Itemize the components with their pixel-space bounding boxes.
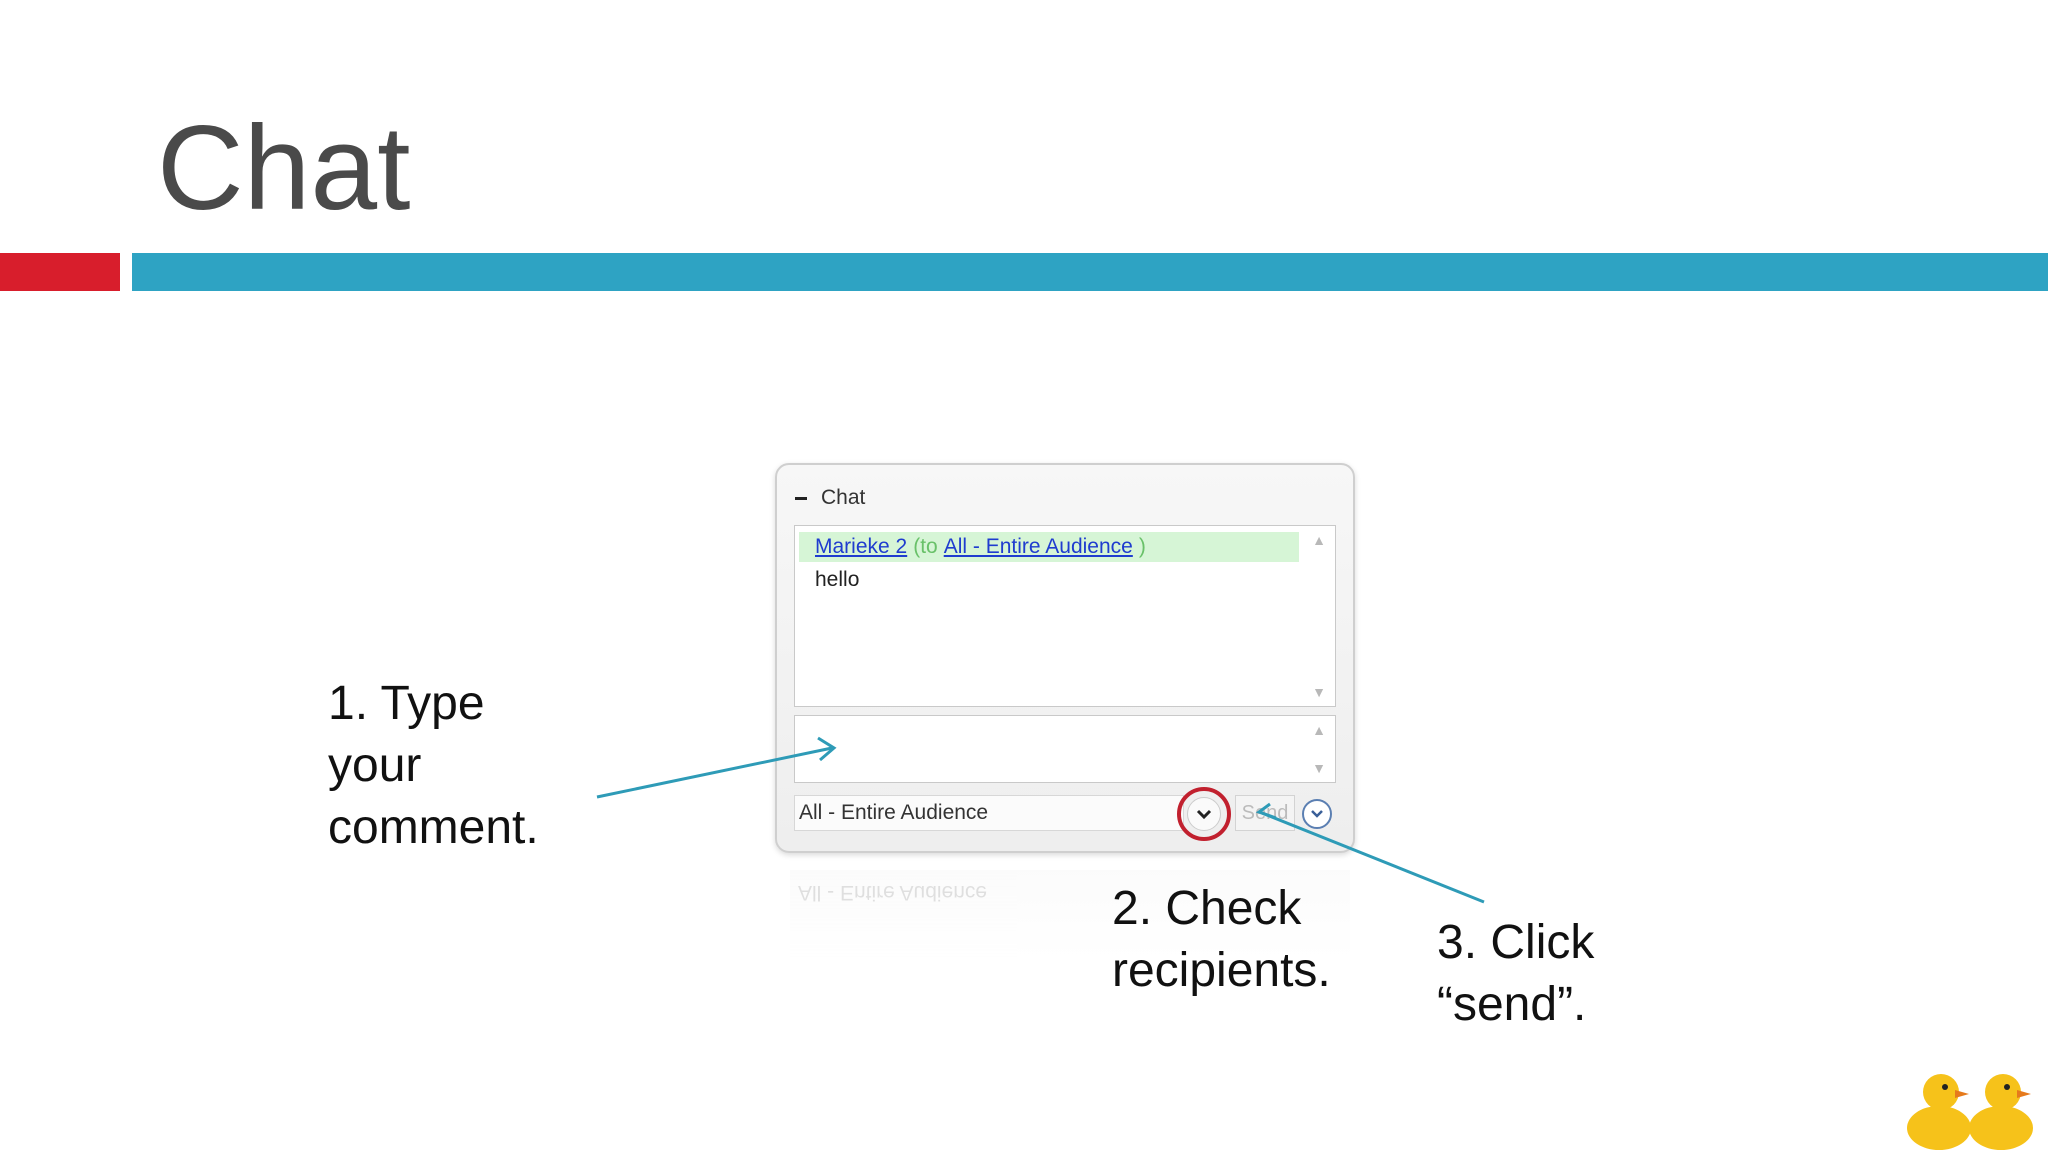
step-1-line: 1. Type (328, 677, 485, 730)
duck-logo (1907, 1074, 2033, 1150)
slide-title: Chat (157, 101, 411, 235)
chat-panel-header[interactable]: Chat (795, 483, 865, 513)
chat-input[interactable]: ▲ ▼ (794, 715, 1336, 783)
minus-icon[interactable] (795, 496, 807, 500)
message-body: hello (815, 568, 860, 591)
step-3-line: 3. Click (1437, 916, 1595, 969)
chevron-down-icon (1311, 810, 1323, 818)
recipient-select[interactable]: All - Entire Audience (794, 795, 1184, 831)
send-button[interactable]: Send (1235, 795, 1295, 831)
step-1-line: comment. (328, 801, 539, 854)
sender-link[interactable]: Marieke 2 (815, 535, 908, 558)
input-scroll-down-icon[interactable]: ▼ (1312, 760, 1326, 776)
duck-icon (1907, 1074, 1971, 1150)
to-label-close: ) (1138, 535, 1146, 558)
input-scroll-up-icon[interactable]: ▲ (1312, 722, 1326, 738)
step-2-note: 2. Check recipients. (1112, 878, 1331, 1002)
to-label-open: (to (913, 535, 938, 558)
title-accent-bar-blue (132, 253, 2048, 291)
scroll-down-arrow-icon[interactable]: ▼ (1312, 684, 1326, 700)
title-accent-bar-red (0, 253, 120, 291)
step-1-note: 1. Type your comment. (328, 673, 539, 859)
step-3-note: 3. Click “send”. (1437, 912, 1594, 1036)
chat-panel-title: Chat (821, 486, 866, 509)
chat-options-button[interactable] (1302, 799, 1332, 829)
scroll-up-arrow-icon[interactable]: ▲ (1312, 532, 1326, 548)
highlight-circle (1177, 787, 1231, 841)
chat-panel: Chat Marieke 2 (to All - Entire Audience… (775, 463, 1355, 853)
step-3-line: “send”. (1437, 978, 1587, 1031)
recipient-link[interactable]: All - Entire Audience (943, 535, 1133, 558)
step-1-line: your (328, 739, 422, 792)
step-2-line: 2. Check (1112, 882, 1302, 935)
chat-message-list[interactable]: Marieke 2 (to All - Entire Audience ) he… (794, 525, 1336, 707)
chat-panel-reflection: All - Entire Audience (790, 870, 1350, 960)
duck-icon (1969, 1074, 2033, 1150)
step-2-line: recipients. (1112, 944, 1331, 997)
message-header: Marieke 2 (to All - Entire Audience ) (799, 532, 1299, 562)
